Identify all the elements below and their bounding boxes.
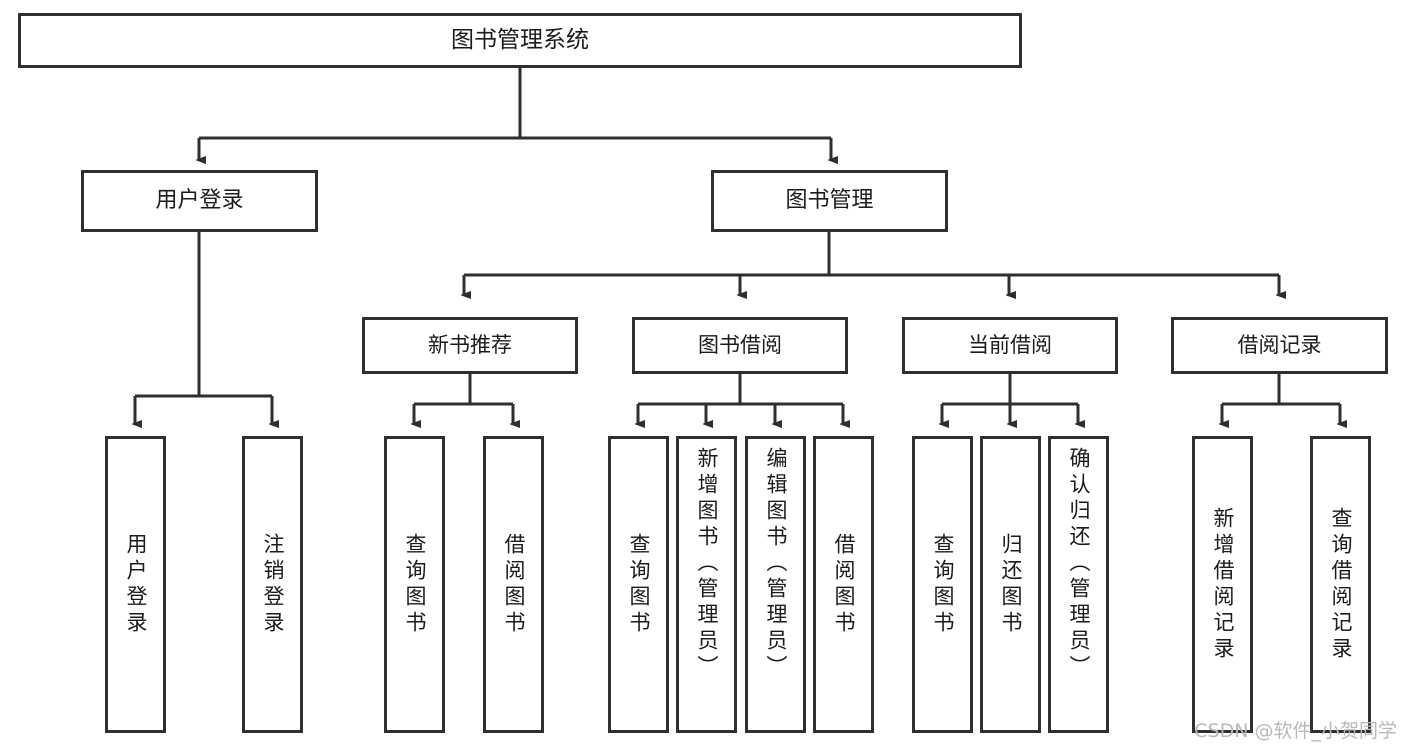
node-user-login-label: 用户登录 bbox=[155, 188, 244, 214]
leaf-add-book-admin[interactable]: 新增图书（管理员） bbox=[676, 436, 737, 733]
leaf-return-book[interactable]: 归还图书 bbox=[980, 436, 1041, 733]
leaf-query-book-current[interactable]: 查询图书 bbox=[912, 436, 973, 733]
node-book-borrow[interactable]: 图书借阅 bbox=[632, 317, 848, 374]
leaf-return-book-label: 归还图书 bbox=[999, 532, 1023, 637]
node-borrow-record-label: 借阅记录 bbox=[1237, 333, 1322, 358]
node-book-management-label: 图书管理 bbox=[785, 188, 874, 214]
node-root[interactable]: 图书管理系统 bbox=[18, 13, 1022, 68]
leaf-query-book-recommend-label: 查询图书 bbox=[403, 532, 427, 637]
leaf-add-borrow-record-label: 新增借阅记录 bbox=[1211, 506, 1235, 663]
leaf-logout-label: 注销登录 bbox=[261, 532, 285, 637]
leaf-edit-book-admin-label: 编辑图书（管理员） bbox=[764, 447, 788, 681]
leaf-confirm-return-admin-label: 确认归还（管理员） bbox=[1067, 447, 1091, 681]
node-new-book-recommend[interactable]: 新书推荐 bbox=[362, 317, 578, 374]
leaf-borrow-book-recommend[interactable]: 借阅图书 bbox=[483, 436, 544, 733]
leaf-user-login[interactable]: 用户登录 bbox=[105, 436, 166, 733]
leaf-query-book-borrow[interactable]: 查询图书 bbox=[608, 436, 669, 733]
leaf-query-book-borrow-label: 查询图书 bbox=[627, 532, 651, 637]
leaf-query-book-current-label: 查询图书 bbox=[931, 532, 955, 637]
node-book-borrow-label: 图书借阅 bbox=[698, 333, 782, 358]
node-new-book-recommend-label: 新书推荐 bbox=[428, 333, 512, 358]
leaf-add-borrow-record[interactable]: 新增借阅记录 bbox=[1192, 436, 1253, 733]
leaf-query-borrow-record-label: 查询借阅记录 bbox=[1329, 506, 1353, 663]
leaf-borrow-book-recommend-label: 借阅图书 bbox=[502, 532, 526, 637]
leaf-borrow-book[interactable]: 借阅图书 bbox=[813, 436, 874, 733]
leaf-add-book-admin-label: 新增图书（管理员） bbox=[695, 447, 719, 681]
node-user-login[interactable]: 用户登录 bbox=[81, 170, 318, 232]
leaf-edit-book-admin[interactable]: 编辑图书（管理员） bbox=[745, 436, 806, 733]
leaf-borrow-book-label: 借阅图书 bbox=[832, 532, 856, 637]
node-book-management[interactable]: 图书管理 bbox=[711, 170, 948, 232]
leaf-user-login-label: 用户登录 bbox=[124, 532, 148, 637]
leaf-query-book-recommend[interactable]: 查询图书 bbox=[384, 436, 445, 733]
leaf-query-borrow-record[interactable]: 查询借阅记录 bbox=[1310, 436, 1371, 733]
node-current-borrow[interactable]: 当前借阅 bbox=[902, 317, 1118, 374]
leaf-logout[interactable]: 注销登录 bbox=[242, 436, 303, 733]
leaf-confirm-return-admin[interactable]: 确认归还（管理员） bbox=[1048, 436, 1109, 733]
watermark: CSDN @软件_小贺同学 bbox=[1194, 720, 1397, 742]
node-root-label: 图书管理系统 bbox=[451, 26, 589, 53]
node-borrow-record[interactable]: 借阅记录 bbox=[1171, 317, 1388, 374]
node-current-borrow-label: 当前借阅 bbox=[968, 333, 1052, 358]
